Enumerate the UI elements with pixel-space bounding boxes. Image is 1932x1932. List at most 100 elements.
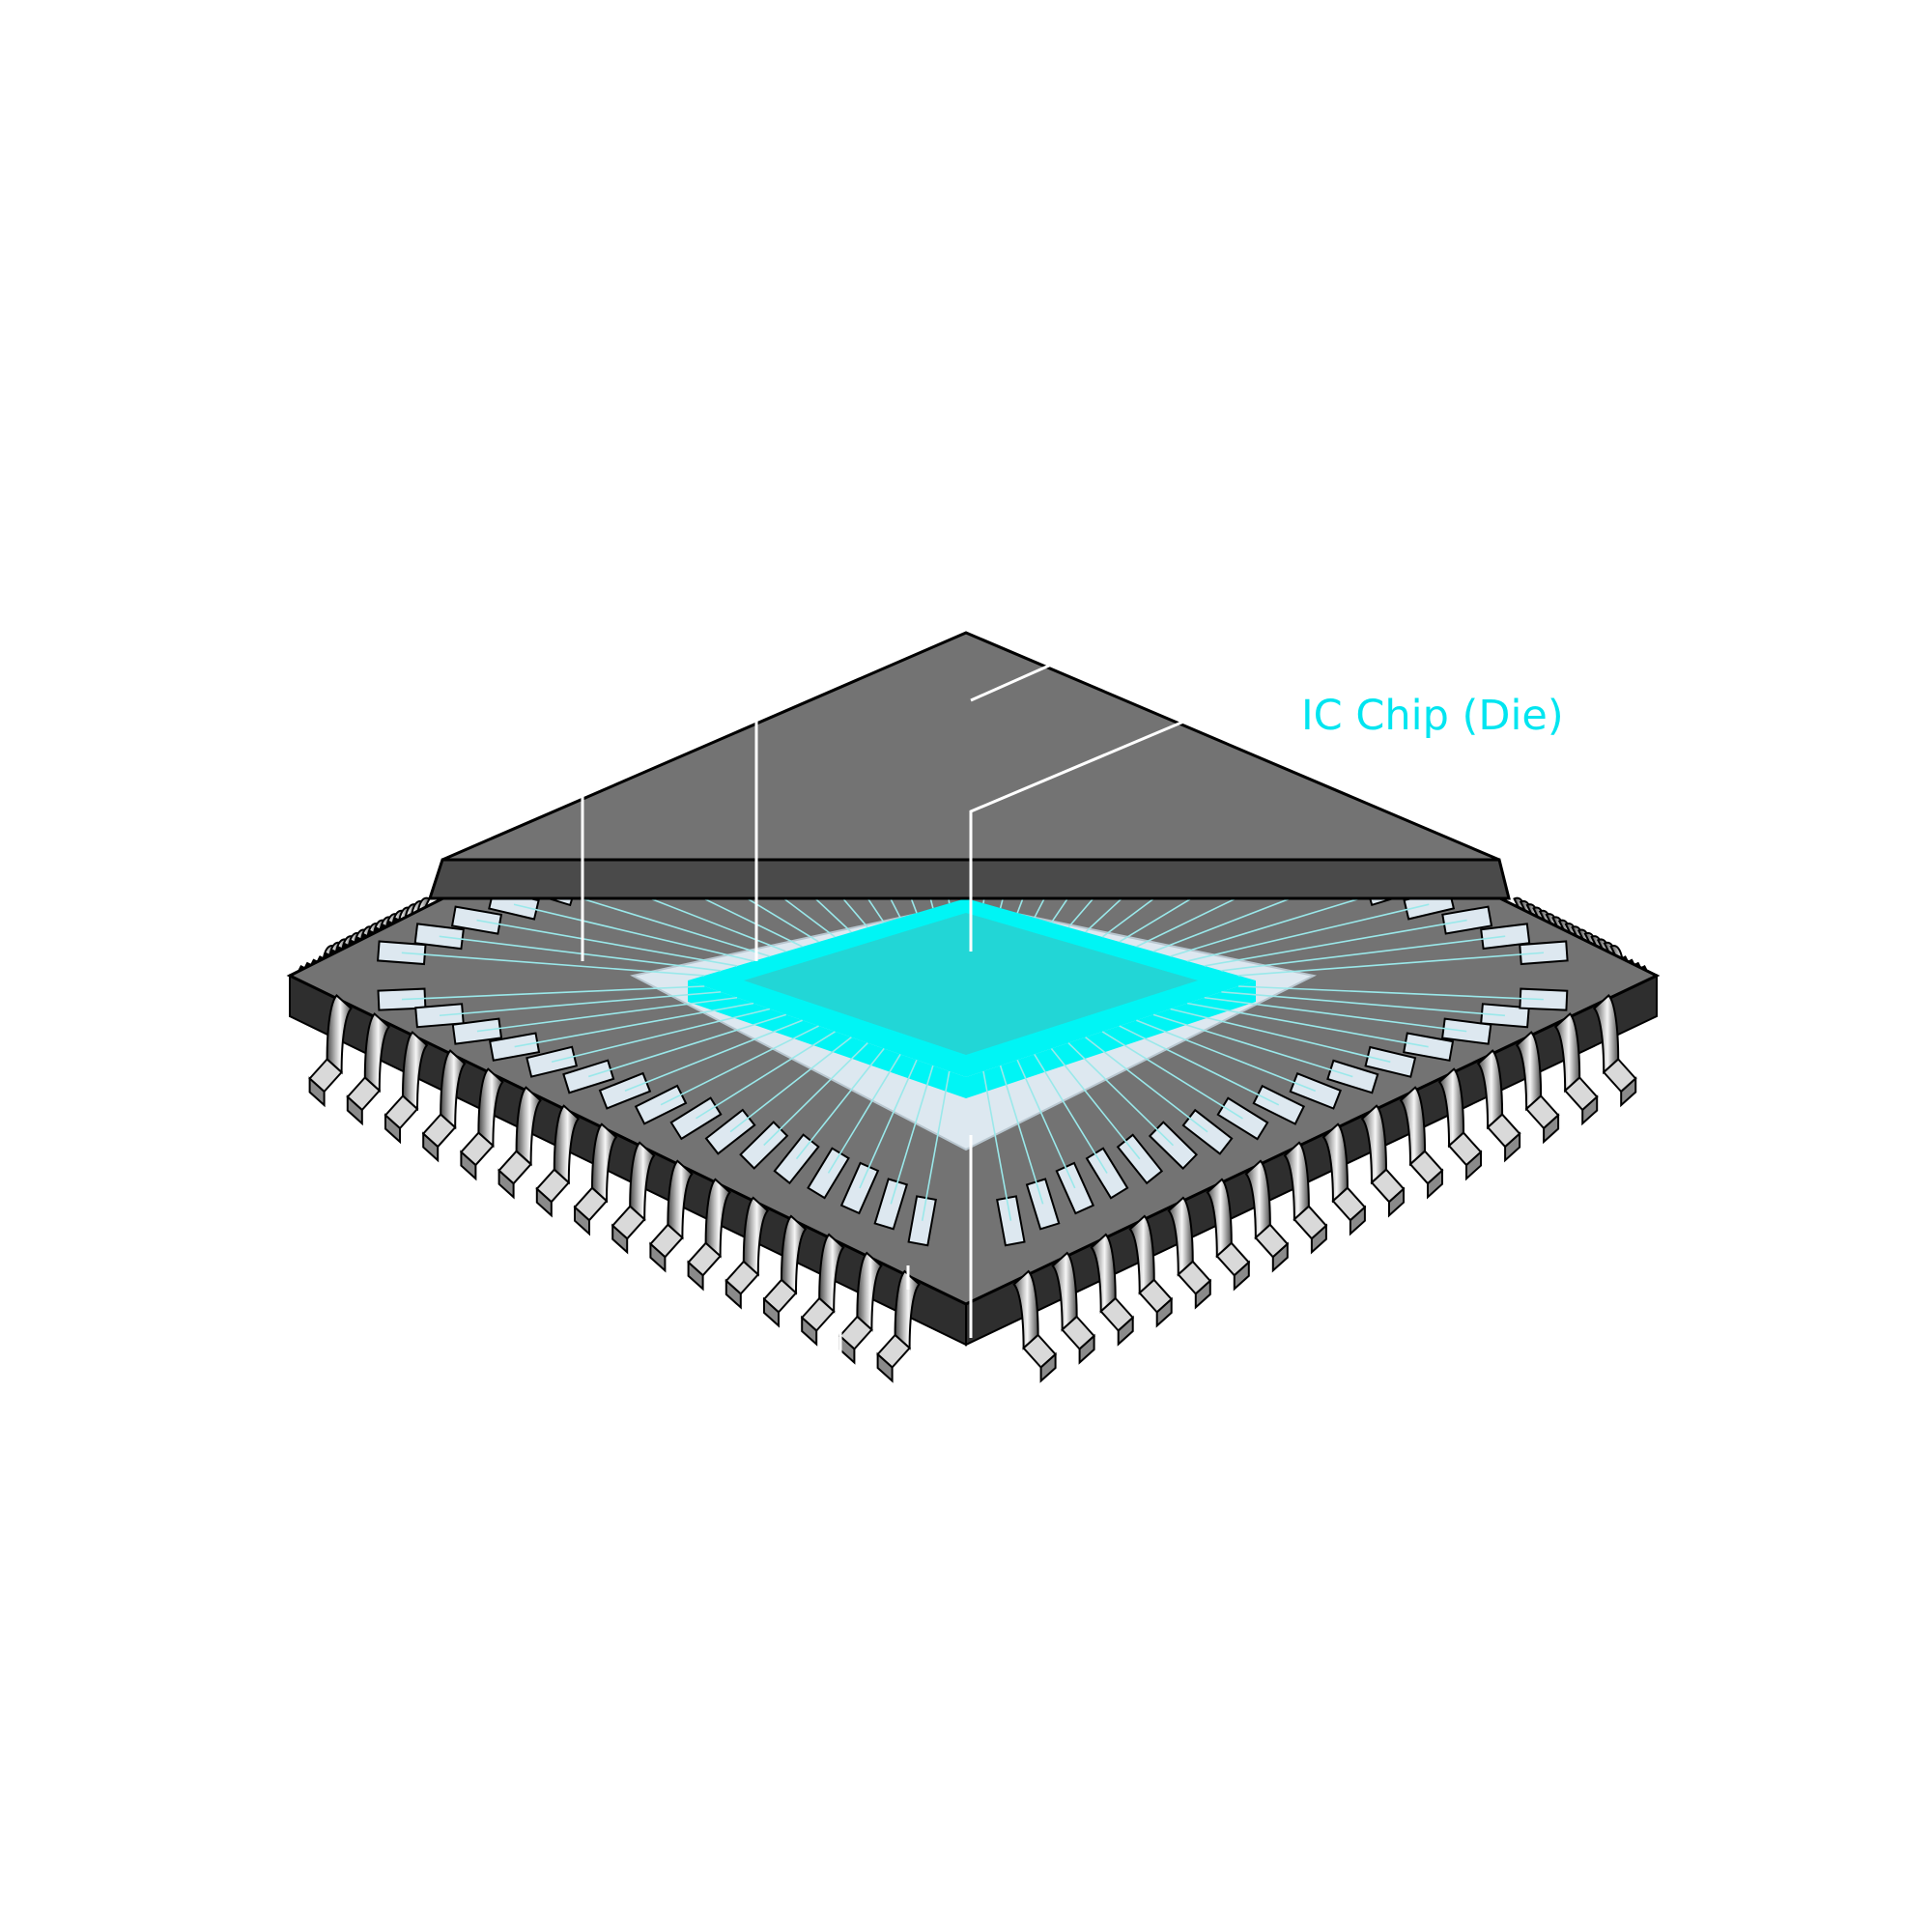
lead-foot-edge [1310, 1223, 1327, 1255]
bond-wire [401, 985, 705, 1001]
bond-wire [624, 1019, 803, 1093]
bond-wire [1050, 1048, 1141, 1160]
lead-foot-edge [1388, 1186, 1405, 1218]
bond-wire [1085, 1037, 1208, 1133]
bond-wire [890, 1065, 934, 1205]
bond-wire [1119, 1025, 1280, 1106]
lead-front-left [535, 1104, 581, 1218]
lead-foot-edge [1039, 1351, 1057, 1383]
bond-wire [1187, 1002, 1429, 1048]
lead-front-left [724, 1196, 770, 1310]
bond-wire [1136, 1019, 1317, 1093]
lead-front-right [1206, 1178, 1251, 1292]
lead-foot-edge [687, 1260, 704, 1292]
lead-front-left [838, 1251, 883, 1365]
lead-front-right [1476, 1049, 1521, 1163]
lead-front-left [497, 1086, 542, 1200]
bond-wire [921, 1070, 951, 1221]
bond-wire [1204, 919, 1467, 967]
bond-wire [551, 1008, 771, 1063]
bond-wire [1101, 1031, 1243, 1120]
lead-front-right [1515, 1031, 1560, 1145]
bond-wire [476, 919, 738, 967]
bond-wire [401, 952, 705, 977]
lead-foot-edge [649, 1241, 667, 1273]
lead-front-left [876, 1269, 921, 1383]
leader-line [969, 718, 1189, 952]
lead-front-right [1128, 1214, 1174, 1328]
bond-pad [807, 1147, 850, 1200]
bond-pad [704, 1108, 756, 1155]
bond-wire [1221, 935, 1506, 972]
lead-front-right [1090, 1233, 1135, 1347]
bond-wire [1034, 1053, 1108, 1174]
bond-pad [489, 1032, 541, 1062]
die-side-right [966, 980, 1256, 1098]
bond-wire [1152, 1013, 1353, 1078]
bond-pad [1441, 905, 1493, 935]
lead-foot-edge [1155, 1296, 1173, 1328]
ic-die [688, 898, 1256, 1098]
bond-wire [513, 903, 754, 962]
lead-front-right [1592, 994, 1637, 1108]
bond-wire [476, 996, 738, 1033]
lead-front-left [648, 1159, 694, 1273]
lead-foot-edge [1078, 1333, 1095, 1365]
die-label: IC Chip (Die) [1301, 692, 1564, 740]
bond-wire [439, 991, 722, 1017]
lead-front-left [384, 1031, 429, 1145]
bond-wire [696, 1031, 836, 1120]
lead-front-left [308, 994, 353, 1108]
bond-wire [827, 1053, 901, 1174]
lead-front-right [1012, 1269, 1058, 1383]
bond-pad [451, 1017, 503, 1045]
lead-front-left [346, 1012, 391, 1126]
bond-pad [413, 923, 465, 951]
lead-foot-edge [497, 1168, 515, 1200]
bond-wire [1221, 991, 1506, 1017]
bond-wire [729, 1037, 852, 1133]
bond-wire [999, 1065, 1044, 1205]
bond-wire [1237, 952, 1545, 977]
bond-wire [1237, 985, 1544, 1001]
bond-pad [907, 1195, 937, 1247]
bond-wire [1016, 1059, 1076, 1189]
bond-pad [1116, 1133, 1164, 1185]
lead-foot-edge [611, 1223, 629, 1255]
lead-foot-edge [1349, 1205, 1366, 1236]
front-leads [308, 994, 1637, 1383]
bond-pad [1085, 1147, 1129, 1200]
lead-foot-edge [1465, 1150, 1482, 1181]
bond-wire [1170, 888, 1392, 957]
bond-pad [1055, 1161, 1095, 1215]
bond-pad [377, 940, 427, 966]
bond-pad [996, 1195, 1026, 1247]
lead-foot-edge [574, 1205, 590, 1236]
bond-pad [1364, 1045, 1417, 1078]
lead-front-right [1437, 1067, 1483, 1181]
lead-foot-edge [801, 1315, 818, 1347]
lead-front-right [1244, 1159, 1290, 1273]
die-top-core [744, 913, 1198, 1055]
lead-foot-edge [1194, 1278, 1211, 1310]
lead-foot-edge [1233, 1260, 1250, 1292]
lead-foot-edge [460, 1150, 477, 1181]
bond-wire [588, 1013, 786, 1078]
lead-foot-edge [1117, 1315, 1134, 1347]
bond-wire [1204, 996, 1467, 1033]
lead-front-right [1283, 1141, 1328, 1255]
bond-wire [660, 1025, 819, 1106]
bond-pad [1480, 923, 1531, 951]
lead-foot-edge [308, 1076, 326, 1108]
lead-foot-edge [422, 1131, 440, 1163]
lead-front-left [611, 1141, 656, 1255]
lead-foot-edge [1581, 1094, 1599, 1126]
bond-pad [634, 1084, 688, 1125]
lead-foot-edge [1427, 1168, 1443, 1200]
leader-lines [581, 660, 1189, 1357]
lead-foot-edge [384, 1113, 401, 1145]
lead-front-right [1360, 1104, 1406, 1218]
lead-front-right [1553, 1012, 1599, 1126]
